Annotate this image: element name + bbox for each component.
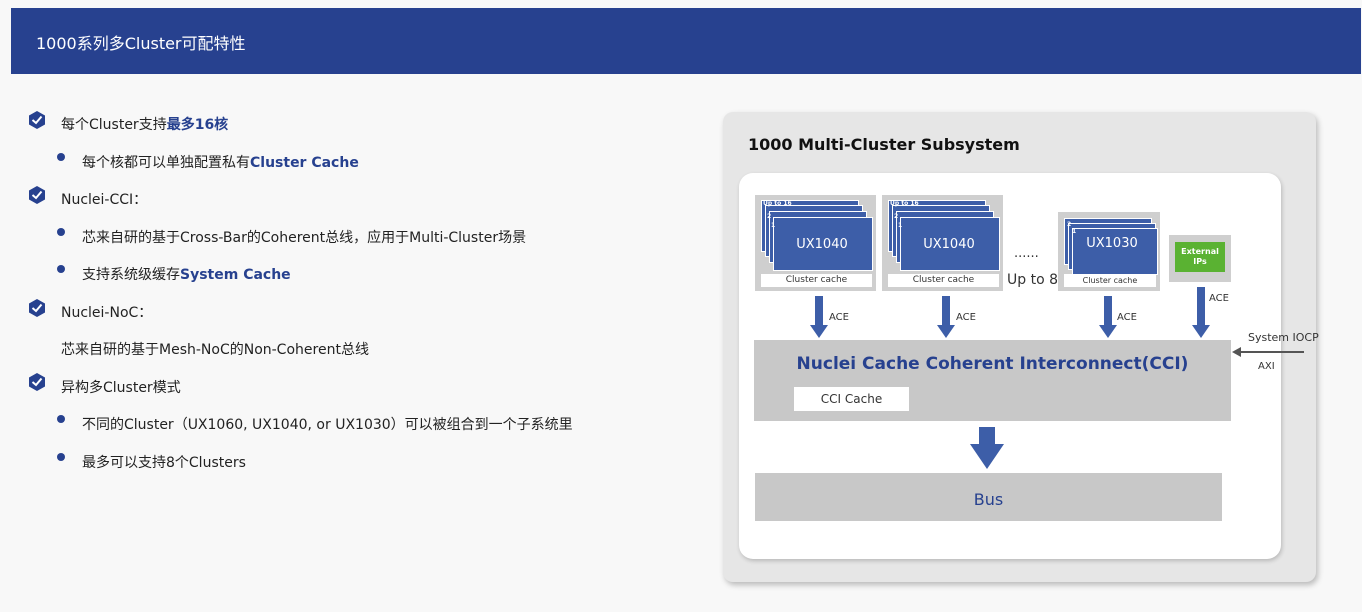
dot-icon [57,415,65,423]
bullet-4: 异构多Cluster模式 [61,380,181,396]
bullet-2b-text: 支持系统级缓存 [82,267,180,283]
cluster-cache: Cluster cache [1064,274,1156,287]
dot-icon [57,265,65,273]
system-iocp-label: System IOCP [1248,331,1319,344]
bullet-1a-text: 每个核都可以单独配置私有 [82,155,250,171]
external-line2: IPs [1193,257,1207,266]
bullet-list: 每个Cluster支持最多16核 每个核都可以单独配置私有Cluster Cac… [29,111,573,471]
axi-arrowhead [1232,347,1241,357]
bus-block: Bus [755,473,1222,521]
dot-icon [57,228,65,236]
hexagon-check-icon [29,299,45,317]
bullet-1a-bold: Cluster Cache [250,155,359,171]
page-title: 1000系列多Cluster可配特性 [36,34,246,53]
ace-label-2: ACE [956,312,976,323]
diagram-title: 1000 Multi-Cluster Subsystem [748,135,1020,154]
upto8-label: Up to 8 [1007,272,1058,288]
core-front [773,217,873,271]
ace-arrows [810,287,1210,469]
bullet-1-text: 每个Cluster支持 [61,117,167,133]
bus-arrow [970,427,1004,469]
upto16-label: Up to 16 [763,200,792,207]
cluster-cache: Cluster cache [761,274,872,287]
upto16-label: Up to 16 [890,200,919,207]
hexagon-check-icon [29,373,45,391]
hexagon-check-icon [29,186,45,204]
dot-icon [57,453,65,461]
core-label: UX1040 [796,237,848,252]
core-label: UX1030 [1086,236,1138,251]
cluster-3: 2 1 UX1030 Cluster cache [1058,212,1160,291]
bullet-1: 每个Cluster支持最多16核 [61,114,228,134]
core-front [900,217,1000,271]
ace-arrow-3 [1099,296,1117,338]
dot-icon [57,153,65,161]
bullet-2: Nuclei-CCI： [61,192,148,208]
cluster-2: Up to 16 2 1 UX1040 Cluster cache [882,195,1003,291]
axi-label: AXI [1258,361,1275,372]
ace-label-1: ACE [829,312,849,323]
bullet-2a: 芯来自研的基于Cross-Bar的Coherent总线，应用于Multi-Clu… [82,230,527,246]
ace-arrow-4 [1192,287,1210,338]
core-index-1: 1 [771,222,776,229]
bullet-4a: 不同的Cluster（UX1060, UX1040, or UX1030）可以被… [82,417,573,433]
core-label: UX1040 [923,237,975,252]
core-index-2: 2 [767,213,772,220]
bullet-1-bold: 最多16核 [166,117,229,133]
bullet-2b: 支持系统级缓存System Cache [82,264,291,284]
cci-cache: CCI Cache [794,387,909,411]
bullet-4b: 最多可以支持8个Clusters [82,455,246,471]
core-index-1: 1 [1072,228,1077,235]
bullet-2b-bold: System Cache [180,267,291,283]
cci-title: Nuclei Cache Coherent Interconnect(CCI) [796,354,1189,374]
header-bar: 1000系列多Cluster可配特性 [11,8,1361,74]
hexagon-check-icon [29,111,45,129]
cluster-1: Up to 16 2 1 UX1040 Cluster cache [755,195,876,291]
ace-label-3: ACE [1117,312,1137,323]
core-index-2: 2 [894,213,899,220]
cluster-cache: Cluster cache [888,274,999,287]
bullet-3: Nuclei-NoC： [61,305,153,321]
core-index-2: 2 [1067,221,1072,228]
external-ips: External IPs [1175,242,1225,272]
ace-arrow-1 [810,296,828,338]
core-index-1: 1 [898,222,903,229]
bullet-1a: 每个核都可以单独配置私有Cluster Cache [82,152,359,172]
ellipsis: ...... [1014,246,1039,261]
bullet-3a: 芯来自研的基于Mesh-NoC的Non-Coherent总线 [61,342,369,358]
ace-arrow-2 [937,296,955,338]
ace-label-4: ACE [1209,293,1229,304]
external-line1: External [1181,247,1219,256]
